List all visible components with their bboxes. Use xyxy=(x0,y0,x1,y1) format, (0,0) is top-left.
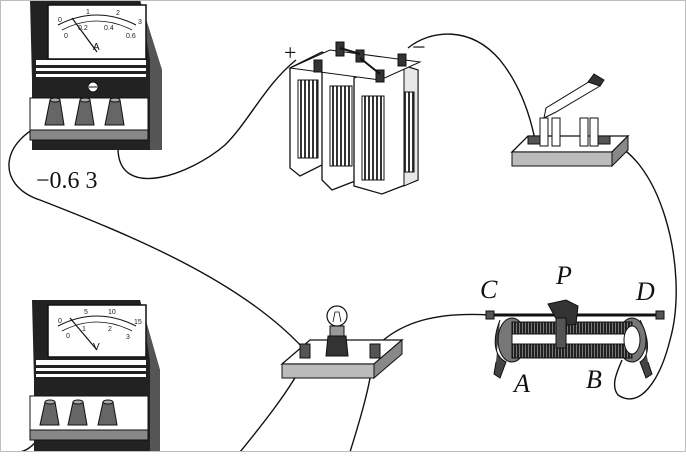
voltmeter-scale-top-2: 10 xyxy=(108,309,116,316)
voltmeter-scale-bottom-1: 1 xyxy=(82,326,86,333)
wire-ammeter-to-lamp xyxy=(8,121,304,349)
ammeter-scale-top-1: 1 xyxy=(86,9,90,16)
ammeter-scale-bottom-1: 0.2 xyxy=(78,25,88,32)
wire-ammeter-to-battery xyxy=(117,59,297,180)
battery: + − xyxy=(284,35,426,195)
voltmeter-terminals xyxy=(39,399,118,426)
ammeter-terminal-label: −0.6 3 xyxy=(36,168,98,194)
ammeter-scale-bottom-2: 0.4 xyxy=(104,25,114,32)
rheostat-label-p: P xyxy=(555,261,572,290)
voltmeter-scale-top-3: 15 xyxy=(134,319,142,326)
ammeter: 0 1 2 3 0 0.2 0.4 0.6 A −0.6 3 xyxy=(29,0,162,194)
battery-minus-label: − xyxy=(412,35,426,61)
voltmeter-scale-top-1: 5 xyxy=(84,309,88,316)
voltmeter: 0 5 10 15 0 1 2 3 V xyxy=(29,300,160,452)
lamp xyxy=(280,305,404,380)
voltmeter-scale-bottom-3: 3 xyxy=(126,334,130,341)
wire-battery-to-switch xyxy=(407,33,536,141)
rheostat-label-c: C xyxy=(480,275,498,304)
ammeter-terminals xyxy=(44,97,125,126)
voltmeter-scale-top-0: 0 xyxy=(58,318,62,325)
rheostat[interactable]: C P D A B xyxy=(480,261,665,398)
rheostat-label-b: B xyxy=(586,365,602,394)
ammeter-scale-top-3: 3 xyxy=(138,19,142,26)
ammeter-scale-top-2: 2 xyxy=(116,10,120,17)
rheostat-label-d: D xyxy=(635,277,655,306)
ammeter-scale-bottom-0: 0 xyxy=(64,33,68,40)
voltmeter-scale-bottom-2: 2 xyxy=(108,326,112,333)
ammeter-scale-bottom-3: 0.6 xyxy=(126,33,136,40)
wire-switch-to-rheostat xyxy=(601,139,677,400)
battery-plus-label: + xyxy=(284,40,296,65)
voltmeter-unit: V xyxy=(93,342,100,353)
voltmeter-scale-bottom-0: 0 xyxy=(66,333,70,340)
knife-switch[interactable] xyxy=(510,73,630,168)
ammeter-unit: A xyxy=(93,42,100,53)
rheostat-label-a: A xyxy=(512,369,530,398)
ammeter-scale-top-0: 0 xyxy=(58,17,62,24)
